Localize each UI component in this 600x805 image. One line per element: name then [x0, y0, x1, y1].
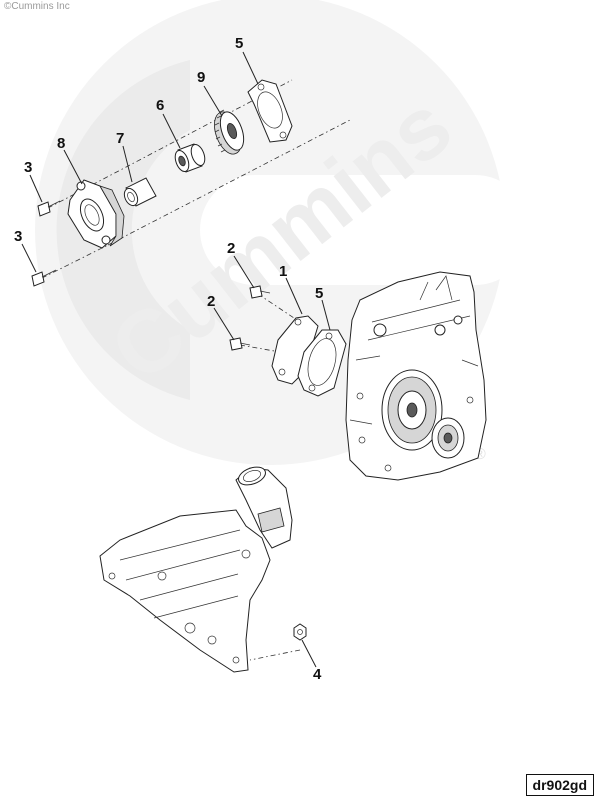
callout-1: 1 [279, 263, 287, 280]
callout-labels: 5 9 6 7 8 3 3 2 1 5 2 4 [14, 35, 323, 683]
bushing [123, 177, 157, 207]
capscrew-lower [31, 269, 57, 287]
copyright-notice: ©Cummins Inc [4, 1, 70, 12]
idler-gear [214, 109, 245, 155]
callout-2-lower: 2 [207, 293, 215, 310]
callout-7: 7 [116, 130, 124, 147]
callout-8: 8 [57, 135, 65, 152]
capscrew-cover-lower [229, 337, 251, 351]
gasket-upper [247, 79, 293, 143]
callout-5-lower: 5 [315, 285, 323, 302]
hex-nut [293, 623, 307, 641]
callout-3-upper: 3 [24, 159, 32, 176]
callout-2-upper: 2 [227, 240, 235, 257]
callout-3-lower: 3 [14, 228, 22, 245]
callout-6: 6 [156, 97, 164, 114]
gear-housing [345, 271, 487, 481]
figure-reference: dr902gd [525, 774, 594, 796]
gasket-lower [297, 329, 347, 397]
capscrew-upper [37, 200, 61, 217]
callout-9: 9 [197, 69, 205, 86]
capscrew-cover-upper [249, 285, 271, 299]
leader-lines [21, 51, 331, 668]
callout-5-top: 5 [235, 35, 243, 52]
callout-4: 4 [313, 666, 322, 683]
bearing [174, 143, 206, 173]
exhaust-manifold [99, 466, 293, 673]
